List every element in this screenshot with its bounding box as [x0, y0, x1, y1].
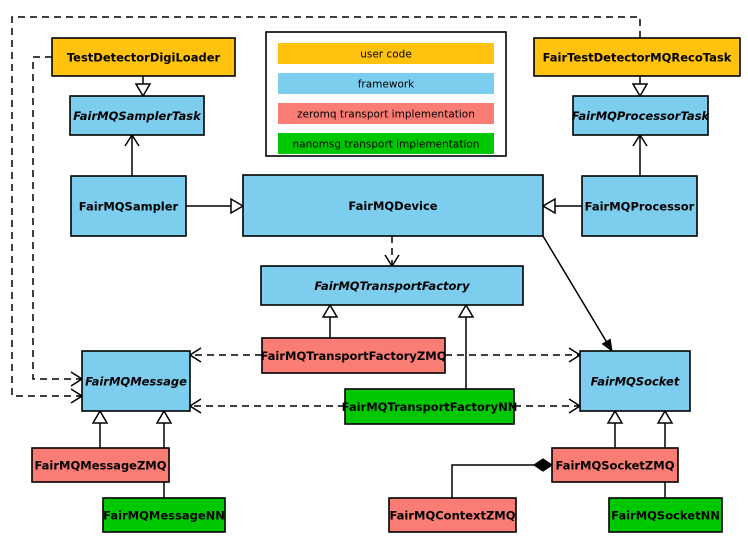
node-FairMQSamplerTask[interactable]: FairMQSamplerTask	[69, 95, 205, 136]
node-box[interactable]	[261, 337, 446, 374]
edge-factorynn-inherits-factory	[457, 303, 475, 389]
arrowhead-hollow-triangle	[541, 197, 556, 215]
node-label: FairMQSocket	[591, 375, 680, 389]
edge-processor-inherits-device	[541, 197, 582, 215]
legend-swatch	[278, 133, 494, 154]
node-label: FairMQSamplerTask	[73, 109, 202, 123]
node-label: FairMQSampler	[79, 200, 179, 214]
edge-digiloader-inherits-samplertask	[134, 76, 152, 98]
node-box[interactable]	[533, 37, 741, 77]
edge-messagezmq-inherits-message	[91, 409, 109, 448]
edge-factorynn-creates-message	[188, 398, 345, 414]
node-label: FairMQTransportFactoryZMQ	[260, 349, 446, 363]
legend-item-2: zeromq transport implementation	[278, 103, 494, 124]
node-label: FairMQMessage	[85, 375, 187, 389]
node-label: FairMQTransportFactory	[314, 279, 470, 293]
node-box[interactable]	[581, 175, 698, 237]
legend-swatch	[278, 73, 494, 94]
node-label: FairMQContextZMQ	[389, 509, 515, 523]
legend-label: zeromq transport implementation	[297, 109, 475, 121]
node-label: FairMQMessageZMQ	[34, 459, 166, 473]
edge-recotask-inherits-processortask	[631, 76, 649, 98]
node-box[interactable]	[608, 497, 723, 533]
node-label: FairMQSocketZMQ	[556, 459, 675, 473]
node-box[interactable]	[388, 497, 517, 533]
node-box[interactable]	[51, 37, 236, 77]
node-FairMQProcessorTask[interactable]: FairMQProcessorTask	[572, 95, 711, 136]
node-box[interactable]	[31, 447, 170, 483]
arrowhead-hollow-triangle	[91, 409, 109, 424]
node-box[interactable]	[551, 447, 679, 483]
node-box[interactable]	[81, 350, 191, 412]
node-label: FairMQTransportFactoryNN	[342, 400, 518, 414]
node-FairMQDevice[interactable]: FairMQDevice	[242, 174, 544, 237]
node-box[interactable]	[69, 95, 205, 136]
node-box[interactable]	[260, 265, 524, 306]
node-label: FairTestDetectorMQRecoTask	[543, 51, 732, 65]
arrowhead-hollow-triangle	[656, 409, 674, 424]
node-FairTestDetectorMQRecoTask[interactable]: FairTestDetectorMQRecoTask	[533, 37, 741, 77]
node-label: FairMQProcessor	[585, 200, 695, 214]
node-label: FairMQMessageNN	[103, 509, 225, 523]
node-label: FairMQSocketNN	[611, 509, 720, 523]
node-FairMQContextZMQ[interactable]: FairMQContextZMQ	[388, 497, 517, 533]
edge-socketzmq-inherits-socket	[606, 409, 624, 448]
node-FairMQMessageNN[interactable]: FairMQMessageNN	[102, 497, 226, 533]
edge-device-uses-socket	[542, 235, 613, 353]
node-FairMQTransportFactoryZMQ[interactable]: FairMQTransportFactoryZMQ	[260, 337, 447, 374]
arrowhead-hollow-triangle	[457, 303, 475, 318]
legend-swatch	[278, 103, 494, 124]
nodes-layer: TestDetectorDigiLoader FairTestDetectorMQ…	[31, 37, 741, 533]
node-FairMQTransportFactoryNN[interactable]: FairMQTransportFactoryNN	[342, 388, 518, 425]
node-FairMQSocketZMQ[interactable]: FairMQSocketZMQ	[551, 447, 679, 483]
node-FairMQMessageZMQ[interactable]: FairMQMessageZMQ	[31, 447, 170, 483]
arrowhead-hollow-triangle	[321, 303, 339, 318]
edge-processor-uses-processortask	[632, 133, 648, 176]
edge-socketzmq-composes-contextzmq	[451, 458, 554, 498]
legend-label: framework	[358, 79, 415, 91]
node-FairMQSocketNN[interactable]: FairMQSocketNN	[608, 497, 723, 533]
edge-sampler-inherits-device	[186, 197, 245, 215]
arrowhead-hollow-triangle	[631, 83, 649, 98]
node-label: FairMQDevice	[348, 199, 437, 213]
arrowhead-hollow-triangle	[606, 409, 624, 424]
node-box[interactable]	[572, 95, 709, 136]
legend-item-3: nanomsg transport implementation	[278, 133, 494, 154]
node-box[interactable]	[102, 497, 226, 533]
arrowhead-filled-diamond	[532, 458, 554, 472]
edge-factorynn-creates-socket	[514, 398, 582, 414]
node-box[interactable]	[70, 175, 187, 237]
legend-layer: user code framework zeromq transport imple…	[265, 31, 507, 157]
node-FairMQTransportFactory[interactable]: FairMQTransportFactory	[260, 265, 524, 306]
node-label: FairMQProcessorTask	[572, 109, 711, 123]
legend-label: user code	[360, 49, 412, 61]
node-FairMQProcessor[interactable]: FairMQProcessor	[581, 175, 698, 237]
arrowhead-hollow-triangle	[134, 83, 152, 98]
legend-swatch	[278, 43, 494, 64]
node-box[interactable]	[344, 388, 515, 425]
edge-device-depends-transportfactory	[384, 236, 400, 268]
legend-label: nanomsg transport implementation	[293, 139, 480, 151]
node-FairMQSocket[interactable]: FairMQSocket	[579, 350, 691, 412]
node-FairMQSampler[interactable]: FairMQSampler	[70, 175, 187, 237]
edge-factoryzmq-inherits-factory	[321, 303, 339, 338]
node-box[interactable]	[242, 174, 544, 237]
node-box[interactable]	[579, 350, 691, 412]
legend-item-0: user code	[278, 43, 494, 64]
legend-item-1: framework	[278, 73, 494, 94]
node-FairMQMessage[interactable]: FairMQMessage	[81, 350, 191, 412]
edges-layer	[11, 16, 674, 498]
edge-factoryzmq-creates-message	[188, 347, 262, 363]
edge-sampler-uses-samplertask	[124, 133, 140, 176]
arrowhead-hollow-triangle	[230, 197, 245, 215]
arrowhead-solid-arrow	[601, 338, 613, 353]
node-TestDetectorDigiLoader[interactable]: TestDetectorDigiLoader	[51, 37, 236, 77]
arrowhead-hollow-triangle	[155, 409, 173, 424]
node-label: TestDetectorDigiLoader	[67, 51, 221, 65]
